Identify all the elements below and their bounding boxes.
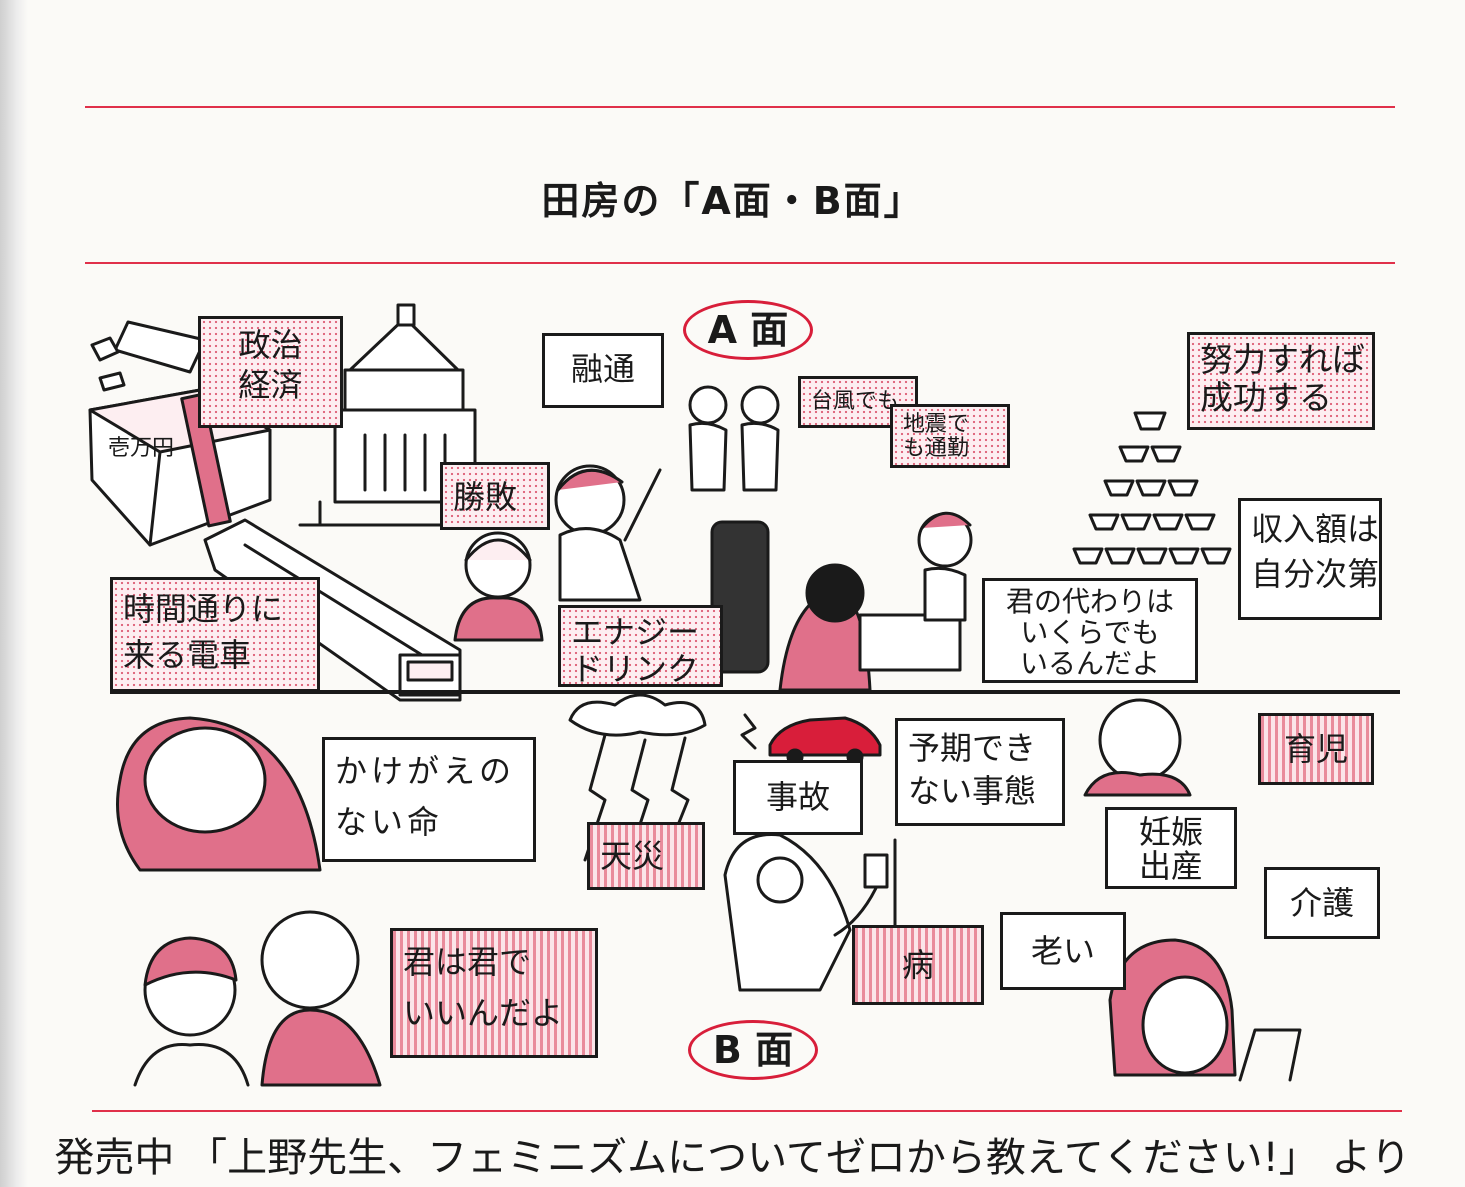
tag-yuzu: 融通: [542, 333, 664, 408]
ab-divider: [110, 690, 1400, 694]
side-b-label: B 面: [688, 1020, 818, 1080]
tag-line: エナジー: [571, 613, 700, 651]
tag-line: 努力すれば: [1200, 340, 1365, 379]
cheering-man-icon: [554, 464, 662, 602]
title-rule: [85, 262, 1395, 264]
tag-shohai: 勝敗: [440, 462, 550, 530]
tag-line: 予期でき: [908, 729, 1037, 767]
tag-line: かけがえの: [335, 752, 516, 790]
tag-typhoon: 台風でも: [798, 376, 918, 428]
elderly-person-icon: [453, 531, 544, 642]
tag-line: ドリンク: [571, 649, 700, 688]
tag-childcare: 育児: [1258, 713, 1374, 785]
tag-line: 地震で: [903, 412, 970, 437]
tag-earthquake: 地震で も通勤: [890, 404, 1010, 468]
train-icon: [203, 518, 462, 702]
tag-precious-life: かけがえの ない命: [322, 737, 536, 862]
tag-train: 時間通りに 来る電車: [110, 577, 320, 692]
book-spine-shadow: [0, 0, 28, 1187]
tag-line: 君は君で: [403, 943, 532, 981]
office-meeting-icon: [778, 511, 973, 692]
tag-energy-drink: エナジー ドリンク: [558, 605, 723, 687]
worried-mother-icon: [1083, 698, 1192, 797]
tag-effort: 努力すれば 成功する: [1187, 332, 1375, 430]
tag-line: いくらでも: [1020, 615, 1160, 649]
tag-line: 来る電車: [123, 636, 252, 675]
tag-disaster: 天災: [587, 822, 705, 890]
tag-nursing-care: 介護: [1264, 867, 1380, 939]
tag-line: 経済: [238, 366, 303, 404]
champagne-tower-icon: [1072, 411, 1232, 565]
crying-child-icon: [133, 936, 250, 1087]
hospital-patient-icon: [723, 833, 897, 992]
money-note-text: 壱万円: [108, 436, 174, 461]
tag-line: 妊娠: [1138, 813, 1203, 851]
page-title: 田房の「A面・B面」: [541, 179, 924, 223]
tag-pregnancy: 妊娠 出産: [1105, 807, 1237, 889]
tag-line: 収入額は: [1251, 510, 1380, 548]
side-a-label: A 面: [683, 300, 813, 360]
tag-politics-economy: 政治 経済: [198, 316, 343, 428]
top-rule: [85, 106, 1395, 108]
tag-line: も通勤: [903, 436, 970, 462]
tag-line: 成功する: [1200, 377, 1332, 417]
tag-line: 出産: [1138, 846, 1203, 885]
tag-line: 君の代わりは: [1005, 585, 1174, 618]
footer-caption: 発売中 「上野先生、フェミニズムについてゼロから教えてください!」 より: [54, 1135, 1411, 1181]
friend-hoodie-icon: [260, 910, 382, 1087]
tag-line: 時間通りに: [123, 590, 284, 628]
crashed-car-icon: [740, 713, 882, 766]
tag-you-are-fine: 君は君で いいんだよ: [390, 928, 598, 1058]
tag-accident: 事故: [733, 760, 863, 835]
tag-line: ない命: [335, 803, 444, 842]
tag-unexpected: 予期でき ない事態: [895, 718, 1065, 826]
baby-icon: [116, 716, 322, 872]
bottom-rule: [92, 1110, 1402, 1112]
tag-line: いいんだよ: [403, 994, 564, 1033]
tag-line: ない事態: [908, 772, 1037, 811]
tag-line: いるんだよ: [1019, 646, 1160, 680]
tag-line: 自分次第: [1251, 554, 1380, 593]
tag-illness: 病: [852, 925, 984, 1005]
energy-drink-icon: [710, 520, 770, 674]
tag-replaceable: 君の代わりは いくらでも いるんだよ: [982, 578, 1198, 683]
tag-aging: 老い: [1000, 912, 1126, 990]
tag-income: 収入額は 自分次第: [1238, 498, 1382, 620]
commuters-icon: [688, 385, 780, 492]
tired-woman-icon: [1108, 938, 1302, 1082]
tag-line: 政治: [238, 326, 303, 364]
